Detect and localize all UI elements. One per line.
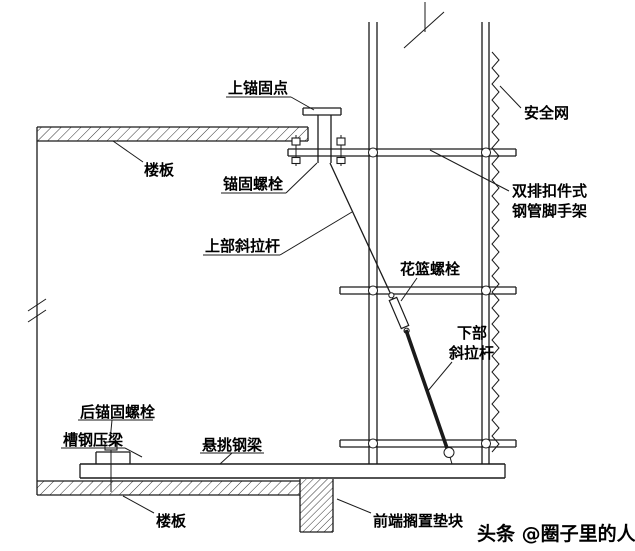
labels: 上锚固点 楼板 锚固螺栓 上部斜拉杆 花篮螺栓 安全网 双排扣件式 钢管脚手架 … bbox=[63, 79, 587, 530]
rear-anchor-bolt bbox=[104, 441, 118, 492]
label-scaffold-line2: 钢管脚手架 bbox=[512, 202, 587, 220]
front-pad-block bbox=[299, 479, 334, 533]
scaffold-standards bbox=[368, 2, 490, 464]
scaffold-ledgers bbox=[287, 147, 517, 449]
watermark: 头条 @圈子里的人 bbox=[477, 522, 635, 545]
label-front-pad: 前端搁置垫块 bbox=[373, 512, 464, 530]
label-cantilever-beam: 悬挑钢梁 bbox=[202, 436, 263, 454]
label-rear-anchor-bolt: 后锚固螺栓 bbox=[80, 403, 155, 421]
leader-lines bbox=[61, 85, 522, 514]
label-anchor-bolt: 锚固螺栓 bbox=[223, 175, 283, 193]
label-upper-anchor-point: 上锚固点 bbox=[228, 79, 288, 97]
label-floor-slab-bottom: 楼板 bbox=[156, 512, 187, 530]
cantilever-steel-beam bbox=[79, 463, 506, 479]
lower-tie-rod bbox=[404, 329, 455, 465]
channel-pressure-beam bbox=[95, 451, 131, 464]
coupler-icon bbox=[368, 147, 378, 158]
pin-connection-icon bbox=[443, 447, 455, 458]
upper-anchor-assembly bbox=[291, 107, 346, 166]
label-lower-tie-rod-1: 下部 bbox=[457, 324, 487, 342]
label-turnbuckle: 花篮螺栓 bbox=[400, 260, 460, 278]
coupler-icon bbox=[481, 285, 491, 296]
turnbuckle bbox=[388, 292, 410, 334]
left-wall-edge bbox=[27, 141, 47, 481]
top-floor-slab bbox=[36, 126, 309, 142]
label-safety-net: 安全网 bbox=[524, 104, 569, 122]
coupler-icon bbox=[368, 438, 378, 449]
safety-net bbox=[491, 51, 500, 453]
coupler-icon bbox=[481, 438, 491, 449]
coupler-icon bbox=[368, 285, 378, 296]
break-slash bbox=[403, 11, 445, 49]
label-upper-tie-rod: 上部斜拉杆 bbox=[205, 237, 280, 255]
coupler-icon bbox=[481, 147, 491, 158]
label-floor-slab-top: 楼板 bbox=[144, 161, 175, 179]
bottom-floor-slab bbox=[36, 480, 300, 496]
upper-tie-rod bbox=[329, 162, 394, 300]
safety-net-zigzag bbox=[491, 51, 500, 453]
label-channel-beam: 槽钢压梁 bbox=[63, 431, 124, 449]
label-lower-tie-rod-2: 斜拉杆 bbox=[448, 344, 494, 362]
label-scaffold-line1: 双排扣件式 bbox=[512, 182, 587, 200]
